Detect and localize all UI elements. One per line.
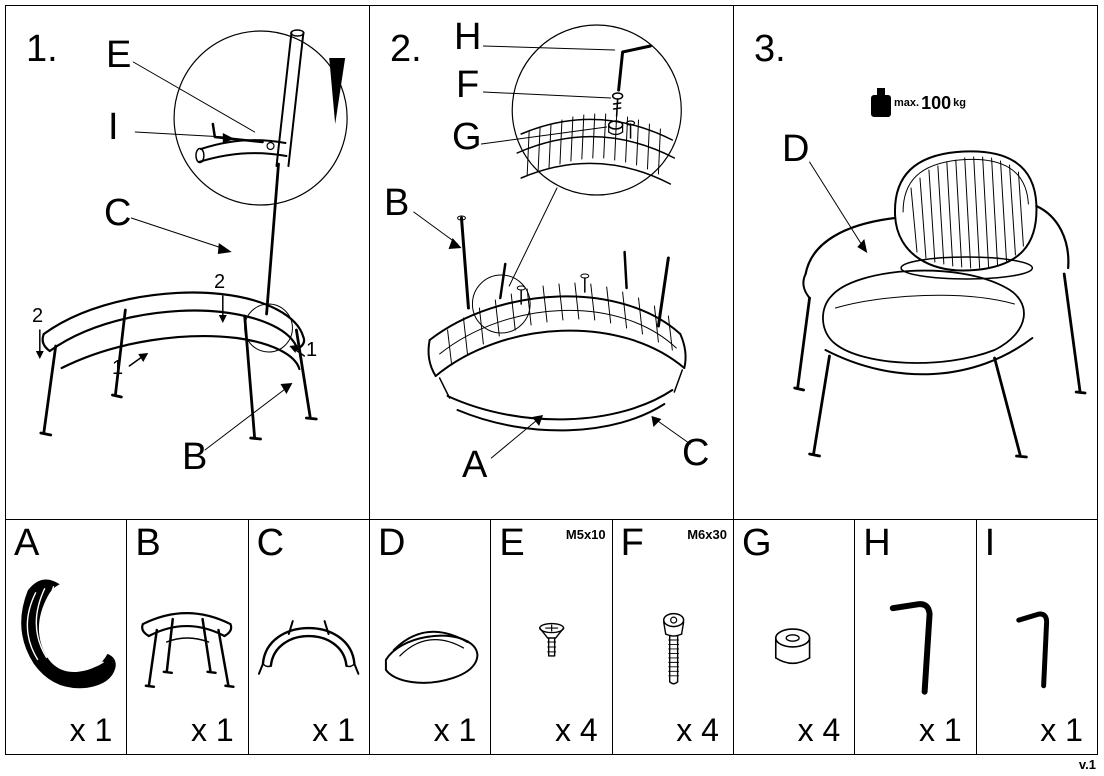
step-1-number: 1. <box>26 28 58 70</box>
part-letter: H <box>863 522 891 564</box>
arrowhead-order-2 <box>138 353 149 362</box>
part-spec: M6x30 <box>687 527 727 542</box>
part-quantity: x 4 <box>676 712 719 748</box>
allen-key-large-drawing <box>890 601 933 695</box>
step-1-label-e: E <box>106 34 132 76</box>
part-quantity: x 4 <box>797 712 841 748</box>
down-wedge-arrow-icon <box>329 58 346 124</box>
allen-key-small-drawing <box>1015 611 1049 689</box>
part-cell-b: B x 1 <box>126 520 247 754</box>
part-letter: A <box>14 522 40 564</box>
part-cell-a: A x 1 <box>6 520 126 754</box>
step-2-panel: 2. H F G B A C <box>369 6 733 519</box>
max-weight-badge: max.100 kg <box>870 88 966 118</box>
step-1-label-c: C <box>104 192 132 234</box>
steps-row: 1. E I C B 2 1 2 1 <box>6 6 1097 519</box>
step-2-label-g: G <box>452 116 482 158</box>
cushion-drawing <box>384 630 479 684</box>
part-letter: I <box>984 522 996 564</box>
part-quantity: x 4 <box>554 712 598 748</box>
part-cell-c: C x 1 <box>247 520 369 754</box>
weight-prefix: max. <box>894 97 920 109</box>
part-letter: F <box>620 522 644 564</box>
arrowhead-order-3 <box>218 315 227 323</box>
leader-lines <box>130 61 287 451</box>
arrowhead-i <box>222 133 235 143</box>
part-quantity: x 1 <box>433 712 477 748</box>
arrowhead-c <box>651 416 662 427</box>
part-quantity: x 1 <box>918 712 962 748</box>
step-2-label-c: C <box>682 432 710 474</box>
version-label: v.1 <box>1078 757 1096 772</box>
step-2-label-b: B <box>384 182 410 224</box>
callout-detail-circle <box>173 29 348 206</box>
part-quantity: x 1 <box>1040 712 1083 748</box>
arrowhead-c <box>217 243 232 254</box>
part-cell-i: I x 1 <box>975 520 1097 754</box>
leader-lines <box>809 161 862 245</box>
step-1-label-b: B <box>182 436 208 478</box>
part-cell-e: E M5x10 x 4 <box>490 520 611 754</box>
part-letter: B <box>135 522 161 564</box>
finished-chair-drawing <box>793 150 1087 459</box>
step-3-number: 3. <box>754 28 786 70</box>
step-2-number: 2. <box>390 28 422 70</box>
arrowhead-d <box>857 239 868 253</box>
callout-detail-circle <box>511 24 682 196</box>
parts-list: A x 1 B <box>6 519 1097 754</box>
arrowhead-b <box>448 238 462 249</box>
part-quantity: x 1 <box>190 712 234 748</box>
step-3-illustration <box>793 150 1087 459</box>
part-letter: G <box>741 522 772 564</box>
step-1-panel: 1. E I C B 2 1 2 1 <box>6 6 369 519</box>
step-2-illustration <box>413 24 691 459</box>
part-letter: E <box>499 522 525 564</box>
order-mark-1-left: 1 <box>112 357 124 379</box>
weight-value: 100 <box>921 92 952 113</box>
arrowhead-order-4 <box>289 345 298 353</box>
weight-icon <box>871 88 891 117</box>
seat-shell-drawing <box>21 579 116 689</box>
order-mark-1-right: 1 <box>306 339 318 361</box>
step-1-label-i: I <box>108 106 119 148</box>
part-quantity: x 1 <box>69 712 113 748</box>
step-3-panel: 3. D max.100 kg <box>733 6 1097 519</box>
part-cell-h: H x 1 <box>854 520 975 754</box>
screw-m5x10-drawing <box>539 622 565 657</box>
part-letter: C <box>256 522 285 564</box>
step-3-label-d: D <box>782 128 810 170</box>
step-2-label-a: A <box>462 444 488 486</box>
arm-rail-drawing <box>257 620 360 675</box>
order-mark-2-left: 2 <box>32 305 44 327</box>
base-frame-drawing <box>39 162 318 441</box>
leader-lines <box>413 45 691 459</box>
part-cell-g: G x 4 <box>732 520 854 754</box>
part-cell-f: F M6x30 x 4 <box>611 520 733 754</box>
step-2-label-h: H <box>454 16 482 58</box>
order-mark-2-right: 2 <box>214 271 226 293</box>
sheet-frame: 1. E I C B 2 1 2 1 <box>5 5 1098 755</box>
arrowhead-b <box>280 383 293 394</box>
arrowhead-order-1 <box>35 351 44 359</box>
arrowhead-a <box>532 415 544 426</box>
step-1-illustration <box>35 29 348 451</box>
step-2-label-f: F <box>456 64 480 106</box>
part-cell-d: D x 1 <box>368 520 490 754</box>
part-spec: M5x10 <box>565 527 606 542</box>
spacer-cap-drawing <box>774 628 811 665</box>
weight-unit: kg <box>953 97 966 109</box>
frame-part-drawing <box>141 612 235 688</box>
part-letter: D <box>377 522 406 564</box>
order-arrows <box>39 295 306 367</box>
inverted-chair-drawing <box>427 215 687 432</box>
part-quantity: x 1 <box>312 712 355 748</box>
bolt-m6x30-drawing <box>662 612 684 685</box>
